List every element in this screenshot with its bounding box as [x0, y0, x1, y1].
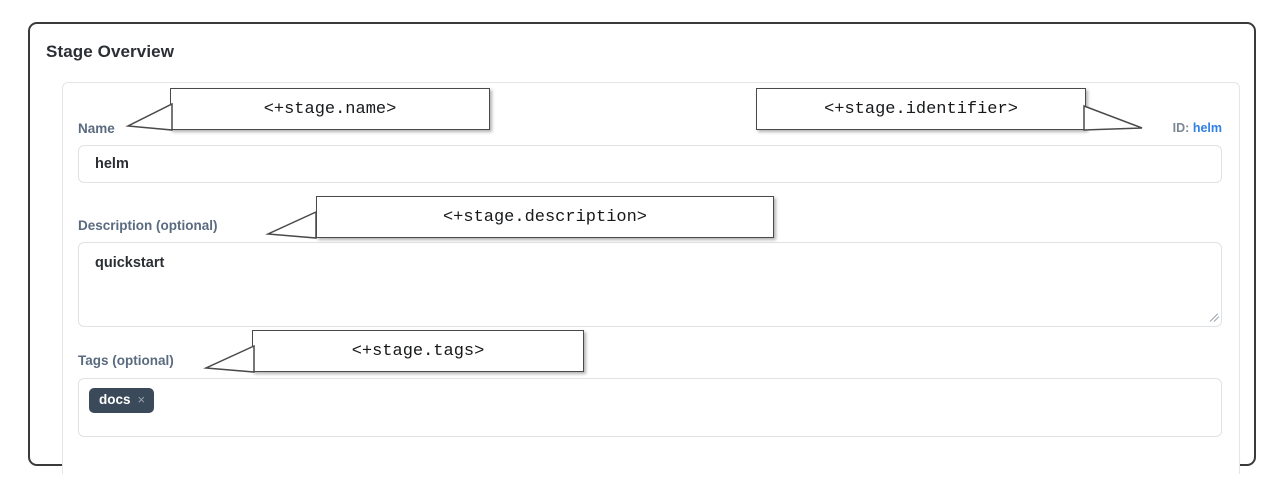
- page-title: Stage Overview: [46, 42, 175, 61]
- callout-stage-identifier: <+stage.identifier>: [756, 88, 1086, 130]
- tag-chip-label: docs: [99, 392, 131, 407]
- callout-tail-name-icon: [125, 102, 173, 131]
- callout-tail-description-icon: [265, 210, 317, 239]
- callout-tail-identifier-icon: [1083, 104, 1143, 131]
- callout-stage-tags: <+stage.tags>: [252, 330, 584, 372]
- textarea-resize-handle-icon[interactable]: [1208, 310, 1220, 322]
- tag-chip[interactable]: docs ×: [89, 388, 155, 413]
- close-icon[interactable]: ×: [137, 392, 146, 408]
- description-field-label: Description (optional): [78, 218, 218, 233]
- callout-stage-name: <+stage.name>: [170, 88, 490, 130]
- callout-stage-description: <+stage.description>: [316, 196, 774, 238]
- stage-identifier-value[interactable]: helm: [1192, 121, 1222, 135]
- tags-input[interactable]: docs ×: [78, 378, 1222, 437]
- name-input[interactable]: helm: [78, 145, 1222, 183]
- callout-tail-tags-icon: [203, 344, 255, 373]
- description-textarea[interactable]: quickstart: [78, 242, 1222, 327]
- stage-identifier-key: ID:: [1172, 121, 1190, 135]
- tags-field-label: Tags (optional): [78, 353, 174, 368]
- name-field-label: Name: [78, 121, 115, 136]
- stage-identifier-line: ID: helm: [1173, 121, 1222, 135]
